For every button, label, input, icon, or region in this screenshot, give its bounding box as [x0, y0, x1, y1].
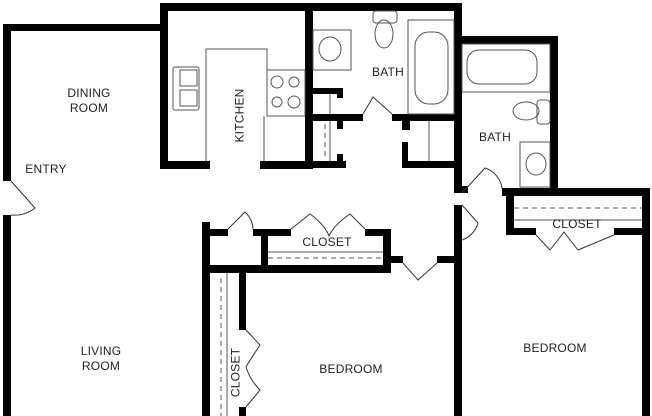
room-label-bedroom1: BEDROOM [319, 362, 383, 376]
room-label-bedroom2: BEDROOM [523, 341, 587, 355]
room-label-closet-bedroom2: CLOSET [552, 217, 602, 231]
room-label-closet-hall: CLOSET [302, 235, 352, 249]
room-label-kitchen: KITCHEN [232, 88, 247, 143]
closet-rods [220, 124, 642, 416]
dining-label-line1: DINING [67, 86, 111, 100]
dining-label-line2: ROOM [69, 101, 109, 115]
living-label-line1: LIVING [80, 344, 122, 358]
living-label-line2: ROOM [81, 359, 121, 373]
room-label-dining: DINING ROOM [58, 86, 120, 116]
room-label-entry: ENTRY [25, 162, 67, 176]
room-label-living: LIVING ROOM [70, 344, 132, 374]
doors [10, 96, 615, 408]
fixtures [172, 10, 642, 416]
room-label-bath2: BATH [479, 130, 511, 144]
room-label-closet-bedroom1: CLOSET [228, 347, 243, 398]
room-label-bath1: BATH [372, 65, 404, 79]
walls [3, 3, 650, 416]
